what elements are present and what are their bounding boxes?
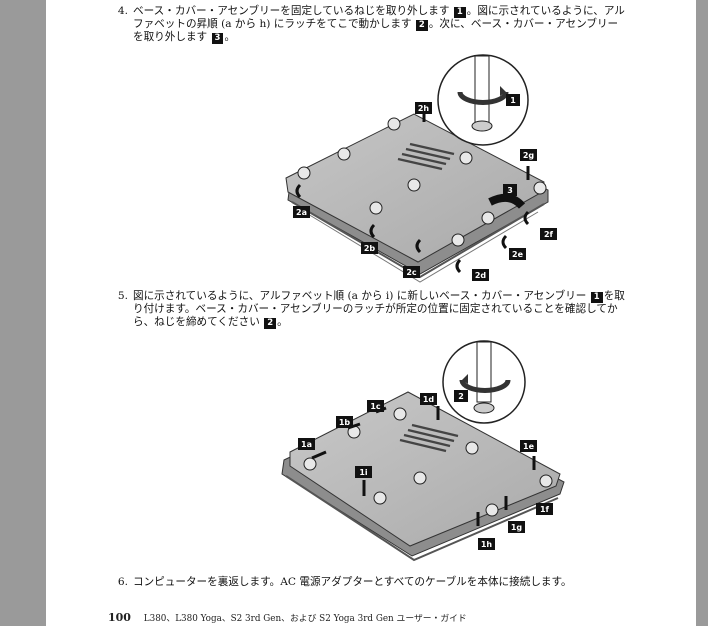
svg-text:2a: 2a: [296, 208, 307, 217]
step-text: 図に示されているように、アルファベット順 (a から i) に新しいベース・カバ…: [133, 290, 628, 329]
callout-3: 3: [503, 184, 517, 196]
svg-text:1f: 1f: [540, 505, 550, 514]
base-cover-installation-figure: 2 1d 1c 1b 1a 1e 1i 1f 1g 1h: [281, 340, 565, 562]
step-text-run: 。: [277, 316, 288, 328]
manual-page: 4. ベース・カバー・アセンブリーを固定しているねじを取り外します 1。図に示さ…: [46, 0, 696, 626]
callout-2g: 2g: [520, 149, 537, 161]
callout-2e: 2e: [509, 248, 526, 260]
callout-2: 2: [454, 390, 468, 402]
callout-2a: 2a: [293, 206, 310, 218]
callout-1a: 1a: [298, 438, 315, 450]
step-text-run: ベース・カバー・アセンブリーを固定しているねじを取り外します: [133, 5, 453, 17]
callout-2h: 2h: [415, 102, 432, 114]
svg-text:1b: 1b: [339, 418, 351, 427]
vent-grille: [397, 142, 455, 171]
callout-badge: 1: [590, 292, 603, 303]
callout-badge: 1: [453, 7, 466, 18]
callout-2d: 2d: [472, 269, 489, 281]
svg-text:2h: 2h: [418, 104, 430, 113]
callout-1d: 1d: [420, 393, 437, 405]
svg-text:1a: 1a: [301, 440, 312, 449]
step-text-run: 。: [224, 31, 236, 43]
svg-text:2b: 2b: [364, 244, 376, 253]
callout-1c: 1c: [367, 400, 384, 412]
callout-1e: 1e: [520, 440, 537, 452]
callout-1g: 1g: [508, 521, 525, 533]
svg-text:1d: 1d: [423, 395, 435, 404]
step-text-run: を取り付けます。ベース・カバー・アセンブリーのラッチが所定の位置に固定されている…: [133, 290, 625, 328]
step-text-run: コンピューターを裏返します。AC 電源アダプターとすべてのケーブルを本体に接続し…: [133, 576, 572, 588]
step-5: 5. 図に示されているように、アルファベット順 (a から i) に新しいベース…: [116, 290, 636, 330]
callout-badge: 3: [211, 33, 224, 44]
callout-badge: 2: [264, 318, 277, 329]
step-text-run: 。次に、ベース・カバー・アセンブリーを取り外します: [133, 18, 619, 43]
svg-text:1c: 1c: [370, 402, 381, 411]
callout-1b: 1b: [336, 416, 353, 428]
svg-text:1: 1: [510, 96, 516, 105]
step-4: 4. ベース・カバー・アセンブリーを固定しているねじを取り外します 1。図に示さ…: [116, 5, 636, 45]
svg-text:2d: 2d: [475, 271, 487, 280]
svg-text:1h: 1h: [481, 540, 493, 549]
step-text: ベース・カバー・アセンブリーを固定しているねじを取り外します 1。図に示されてい…: [133, 5, 628, 44]
page-footer: 100 L380、L380 Yoga、S2 3rd Gen、および S2 Yog…: [108, 611, 467, 624]
callout-1: 1: [506, 94, 520, 106]
step-number: 5.: [117, 290, 128, 302]
svg-text:3: 3: [507, 186, 513, 195]
callout-badge: 2: [415, 20, 428, 31]
footer-title: L380、L380 Yoga、S2 3rd Gen、および S2 Yoga 3r…: [143, 614, 467, 624]
callout-2f: 2f: [540, 228, 557, 240]
step-6: 6. コンピューターを裏返します。AC 電源アダプターとすべてのケーブルを本体に…: [116, 576, 636, 592]
screw-markers: [297, 117, 547, 247]
step-number: 4.: [117, 5, 128, 17]
figure1-callouts: 1 2h 2g 3 2a 2b 2c 2d 2e 2f: [293, 94, 557, 281]
svg-text:2c: 2c: [406, 268, 417, 277]
svg-text:2e: 2e: [512, 250, 524, 259]
figure2-callouts: 2 1d 1c 1b 1a 1e 1i 1f 1g 1h: [298, 390, 553, 550]
svg-text:1e: 1e: [523, 442, 535, 451]
callout-1f: 1f: [536, 503, 553, 515]
svg-text:2f: 2f: [544, 230, 554, 239]
callout-1i: 1i: [355, 466, 372, 478]
svg-text:1g: 1g: [511, 523, 523, 532]
callout-1h: 1h: [478, 538, 495, 550]
step-text-run: 。図に示されているように、アルファベットの昇順 (a から h) にラッチをてこ…: [133, 5, 625, 30]
svg-text:1i: 1i: [359, 468, 368, 477]
base-cover-removal-figure: 1 2h 2g 3 2a 2b 2c 2d 2e 2f: [285, 54, 557, 283]
callout-2b: 2b: [361, 242, 378, 254]
page-number: 100: [108, 611, 131, 624]
step-number: 6.: [117, 576, 128, 588]
svg-text:2g: 2g: [523, 151, 535, 160]
step-text-run: 図に示されているように、アルファベット順 (a から i) に新しいベース・カバ…: [133, 290, 590, 302]
callout-2c: 2c: [403, 266, 420, 278]
svg-text:2: 2: [458, 392, 464, 401]
step-text: コンピューターを裏返します。AC 電源アダプターとすべてのケーブルを本体に接続し…: [133, 576, 628, 589]
